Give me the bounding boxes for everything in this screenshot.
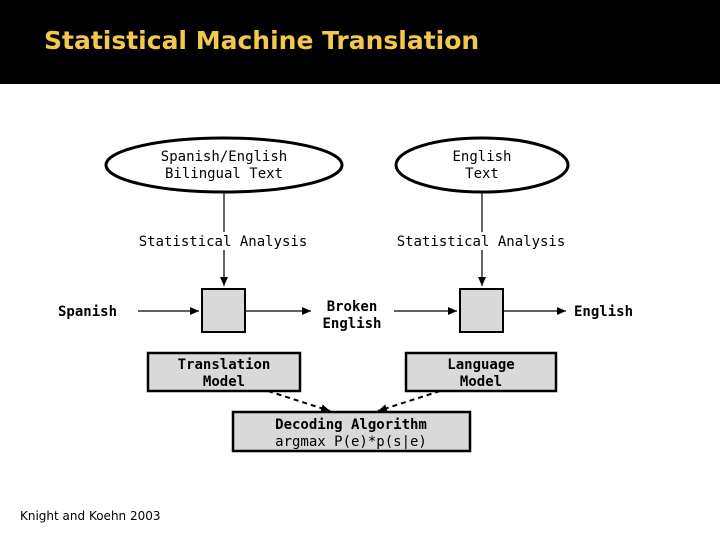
broken-english-line2: English bbox=[322, 316, 381, 332]
analysis-left-label: Statistical Analysis bbox=[139, 234, 308, 250]
language-model-box bbox=[459, 288, 504, 333]
broken-english-line1: Broken bbox=[327, 299, 378, 315]
title-bar: Statistical Machine Translation bbox=[0, 0, 720, 84]
bilingual-text-line2: Bilingual Text bbox=[165, 166, 283, 182]
slide-title: Statistical Machine Translation bbox=[44, 26, 480, 55]
decoding-algorithm-box bbox=[231, 410, 472, 453]
language-model-line1: Language bbox=[447, 357, 514, 373]
language-model-label-box bbox=[404, 351, 558, 393]
dashed-arrow-lm-to-decoder bbox=[377, 390, 441, 413]
decoding-algorithm-formula: argmax P(e)*p(s|e) bbox=[275, 434, 427, 450]
analysis-right-bg bbox=[376, 232, 586, 250]
english-text-line2: Text bbox=[465, 166, 499, 182]
analysis-left-bg bbox=[118, 232, 328, 250]
translation-model-line1: Translation bbox=[178, 357, 271, 373]
language-model-line2: Model bbox=[460, 374, 502, 390]
english-text-ellipse bbox=[394, 136, 570, 194]
bilingual-text-ellipse bbox=[104, 136, 344, 194]
dashed-arrow-tm-to-decoder bbox=[267, 390, 331, 413]
analysis-right-label: Statistical Analysis bbox=[397, 234, 566, 250]
english-text-line1: English bbox=[452, 149, 511, 165]
translation-model-line2: Model bbox=[203, 374, 245, 390]
output-english-label: English bbox=[574, 304, 633, 320]
translation-model-label-box bbox=[146, 351, 302, 393]
input-spanish-label: Spanish bbox=[58, 304, 117, 320]
translation-model-box bbox=[201, 288, 246, 333]
decoding-algorithm-title: Decoding Algorithm bbox=[275, 417, 427, 433]
citation-credit: Knight and Koehn 2003 bbox=[20, 509, 161, 523]
bilingual-text-line1: Spanish/English bbox=[161, 149, 287, 165]
